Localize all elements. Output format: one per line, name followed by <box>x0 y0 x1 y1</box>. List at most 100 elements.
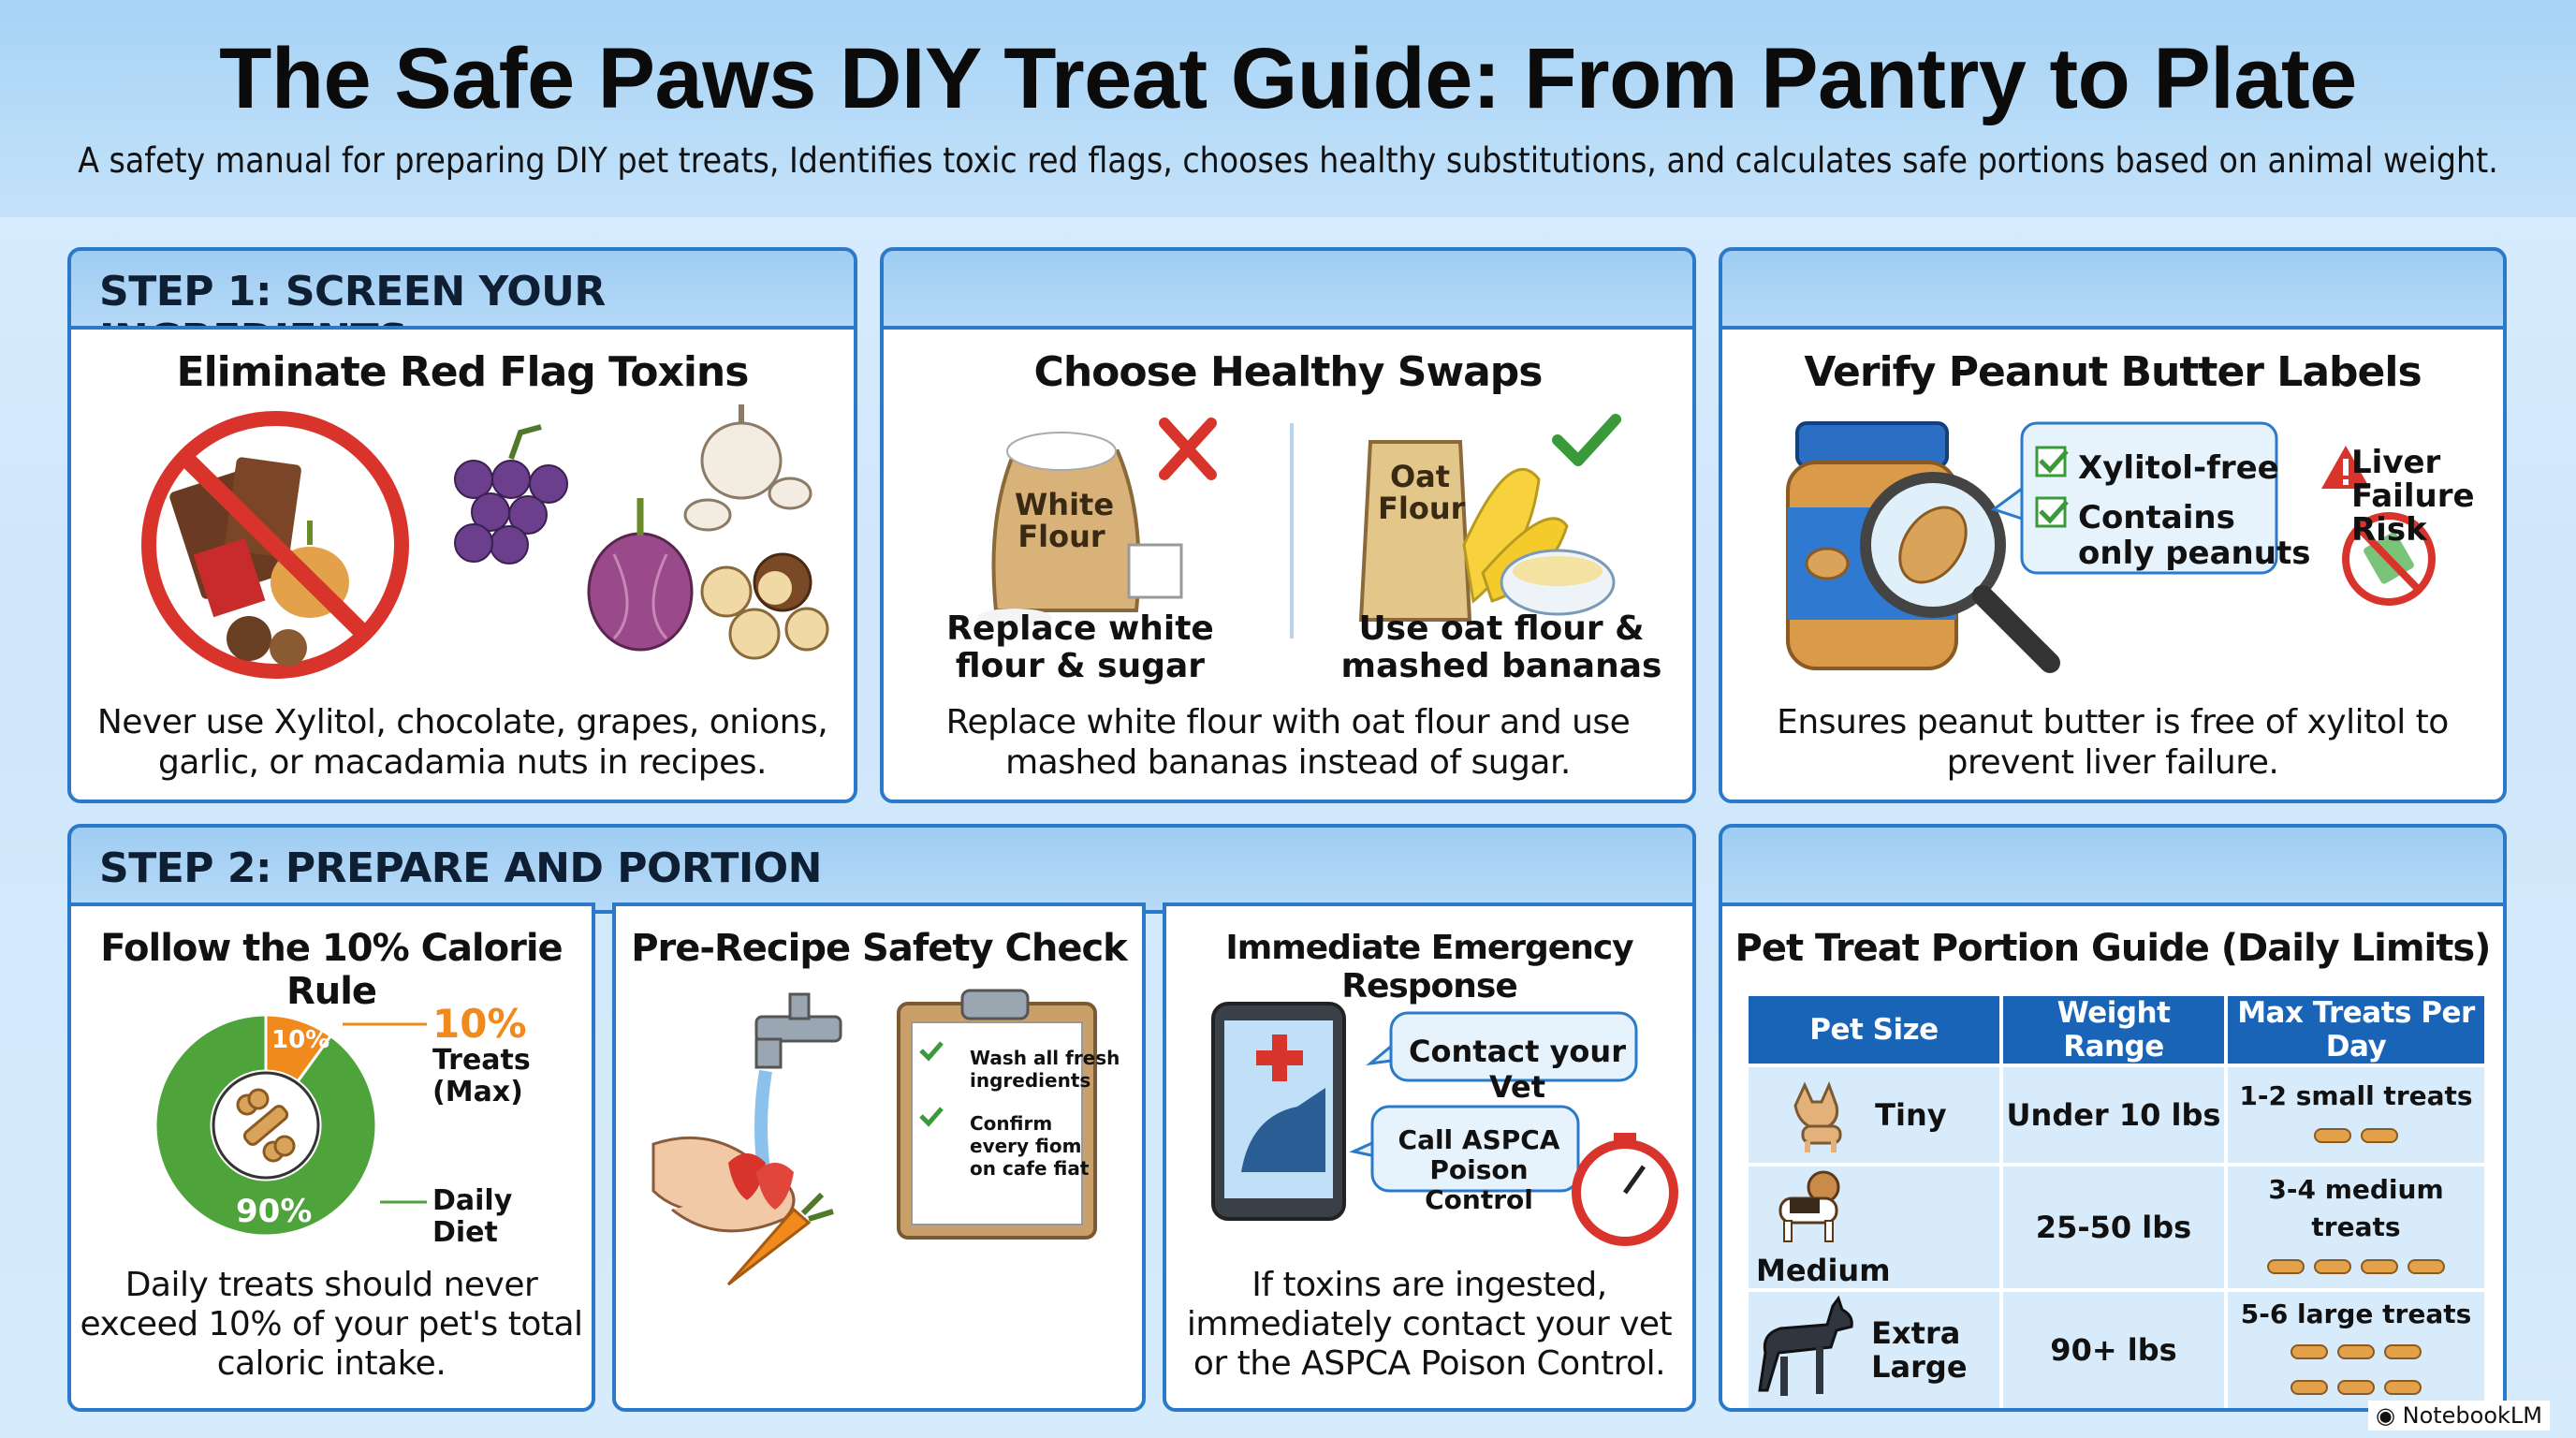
no-xylitol-icon <box>2342 512 2436 606</box>
ring-slice-small-label: 10% <box>271 1026 330 1054</box>
oat-flour-bag-icon <box>1358 440 1616 622</box>
size-cell: Extra Large <box>1749 1288 2003 1408</box>
swap-bad-label: Replace white flour & sugar <box>946 609 1214 685</box>
brand-logo-icon: ◉ <box>2376 1402 2395 1429</box>
weight-cell: Under 10 lbs <box>2001 1064 2228 1165</box>
emergency-title: Immediate Emergency Response <box>1225 929 1633 1005</box>
bubble-call-aspca: Call ASPCA Poison Control <box>1398 1124 1560 1215</box>
liver-failure-risk: Liver Failure Risk <box>2351 444 2475 549</box>
notebooklm-watermark: ◉ NotebookLM <box>2368 1401 2550 1431</box>
calorie-title: Follow the 10% Calorie Rule <box>100 927 563 1013</box>
callout-treats: 10% Treats (Max) <box>432 1001 531 1108</box>
warning-triangle-icon <box>2321 446 2370 489</box>
portion-header-row: Pet Size Weight Range Max Treats Per Day <box>1749 996 2484 1065</box>
safety-title: Pre-Recipe Safety Check <box>631 927 1128 970</box>
peanut-caption: Ensures peanut butter is free of xylitol… <box>1777 703 2449 782</box>
ring-slice-diet <box>154 1013 378 1238</box>
check-wash-produce: Wash all fresh ingredients <box>970 1047 1120 1092</box>
size-cell: Tiny <box>1749 1064 2003 1165</box>
portion-table: Pet Size Weight Range Max Treats Per Day… <box>1749 996 2484 1408</box>
peanut-illustration <box>1786 421 2436 673</box>
garlic-icon <box>683 404 812 532</box>
bone-icon <box>2384 1380 2422 1395</box>
ring-slice-big-label: 90% <box>236 1193 313 1230</box>
callout-diet: Daily Diet <box>432 1184 513 1249</box>
safety-panel: Pre-Recipe Safety Check Wash all <box>612 902 1146 1412</box>
bone-icon <box>2314 1128 2351 1143</box>
macadamia-icon <box>700 552 829 660</box>
bone-icon <box>2314 1259 2351 1274</box>
header: The Safe Paws DIY Treat Guide: From Pant… <box>0 0 2576 217</box>
step1-band: STEP 1: SCREEN YOUR INGREDIENTS <box>67 247 857 363</box>
step2-label: STEP 2: PREPARE AND PORTION <box>99 844 822 892</box>
swaps-band <box>880 247 1696 337</box>
table-row: Medium 25-50 lbs 3-4 medium treats <box>1749 1163 2484 1290</box>
bone-row <box>2228 1332 2484 1403</box>
bone-icon <box>236 1088 296 1163</box>
white-flour-text: White Flour <box>1015 487 1115 554</box>
white-flour-bag-icon <box>977 432 1183 627</box>
magnifier-icon <box>1860 472 2060 673</box>
check-confirm-ingredients: Confirm every fiom on cafe fiat <box>970 1112 1090 1180</box>
swaps-caption: Replace white flour with oat flour and u… <box>945 703 1631 782</box>
step2-band: STEP 2: PREPARE AND PORTION <box>67 824 1696 914</box>
table-row: Tiny Under 10 lbs 1-2 small treats <box>1749 1064 2484 1165</box>
bone-icon <box>2337 1380 2375 1395</box>
bubble-contact-vet: Contact your Vet <box>1409 1034 1626 1105</box>
bone-icon <box>2408 1259 2445 1274</box>
bone-icon <box>2361 1259 2398 1274</box>
peanut-panel: Verify Peanut Butter Labels <box>1719 326 2507 803</box>
page-title: The Safe Paws DIY Treat Guide: From Pant… <box>219 31 2357 126</box>
safety-illustration <box>651 989 1097 1286</box>
bone-icon <box>2291 1380 2328 1395</box>
strawberry-icon <box>728 1153 794 1210</box>
col-pet-size: Pet Size <box>1749 996 2003 1065</box>
table-row: Extra Large 90+ lbs 5-6 large treats <box>1749 1288 2484 1408</box>
swaps-panel: Choose Healthy Swaps White Flour Oat Flo… <box>880 326 1696 803</box>
green-check-icon <box>1552 414 1621 466</box>
toxins-caption: Never use Xylitol, chocolate, grapes, on… <box>96 703 828 782</box>
beagle-icon <box>1778 1170 1840 1242</box>
calorie-caption: Daily treats should never exceed 10% of … <box>80 1266 583 1383</box>
emergency-illustration <box>1211 1002 1678 1246</box>
peanut-title: Verify Peanut Butter Labels <box>1804 348 2422 396</box>
stopwatch-icon <box>1572 1133 1678 1246</box>
red-x-icon <box>1159 418 1217 480</box>
bone-icon <box>2384 1344 2422 1359</box>
portion-title: Pet Treat Portion Guide (Daily Limits) <box>1734 927 2492 970</box>
onion-icon <box>587 498 694 652</box>
bone-icon <box>2361 1128 2398 1143</box>
swaps-illustration <box>977 414 1621 638</box>
peanut-band <box>1719 247 2507 337</box>
grapes-icon <box>454 424 568 565</box>
max-cell: 3-4 medium treats <box>2226 1163 2484 1290</box>
portion-panel: Pet Treat Portion Guide (Daily Limits) P… <box>1719 902 2507 1412</box>
oat-flour-text: Oat Flour <box>1378 459 1466 526</box>
carrot-icon <box>726 1192 834 1286</box>
max-cell: 5-6 large treats <box>2226 1288 2484 1408</box>
no-symbol-icon <box>141 411 409 679</box>
clipboard-icon <box>897 989 1097 1240</box>
bone-row <box>2228 1115 2484 1152</box>
chihuahua-icon <box>1793 1080 1842 1152</box>
speech-bubble-aspca <box>1349 1105 1580 1193</box>
emergency-caption: If toxins are ingested, immediately cont… <box>1186 1266 1673 1383</box>
emergency-panel: Immediate Emergency Response Contact you… <box>1163 902 1696 1412</box>
weight-cell: 90+ lbs <box>2001 1288 2228 1408</box>
weight-cell: 25-50 lbs <box>2001 1163 2228 1290</box>
great-dane-icon <box>1758 1295 1853 1396</box>
toxins-panel: Eliminate Red Flag Toxins <box>67 326 857 803</box>
speech-bubble-vet <box>1366 1011 1638 1082</box>
label-checklist-box <box>1990 421 2278 575</box>
calorie-panel: Follow the 10% Calorie Rule 10% 90% 10% … <box>67 902 595 1412</box>
page-subtitle: A safety manual for preparing DIY pet tr… <box>78 140 2498 181</box>
col-weight-range: Weight Range <box>2001 996 2228 1065</box>
swaps-title: Choose Healthy Swaps <box>1033 348 1544 396</box>
check-only-peanuts: Contains only peanuts <box>2078 499 2311 572</box>
bone-icon <box>2337 1344 2375 1359</box>
toxins-illustration <box>141 404 829 679</box>
max-cell: 1-2 small treats <box>2226 1064 2484 1165</box>
size-cell: Medium <box>1749 1163 2003 1290</box>
col-max-treats: Max Treats Per Day <box>2226 996 2484 1065</box>
faucet-icon <box>754 992 842 1185</box>
